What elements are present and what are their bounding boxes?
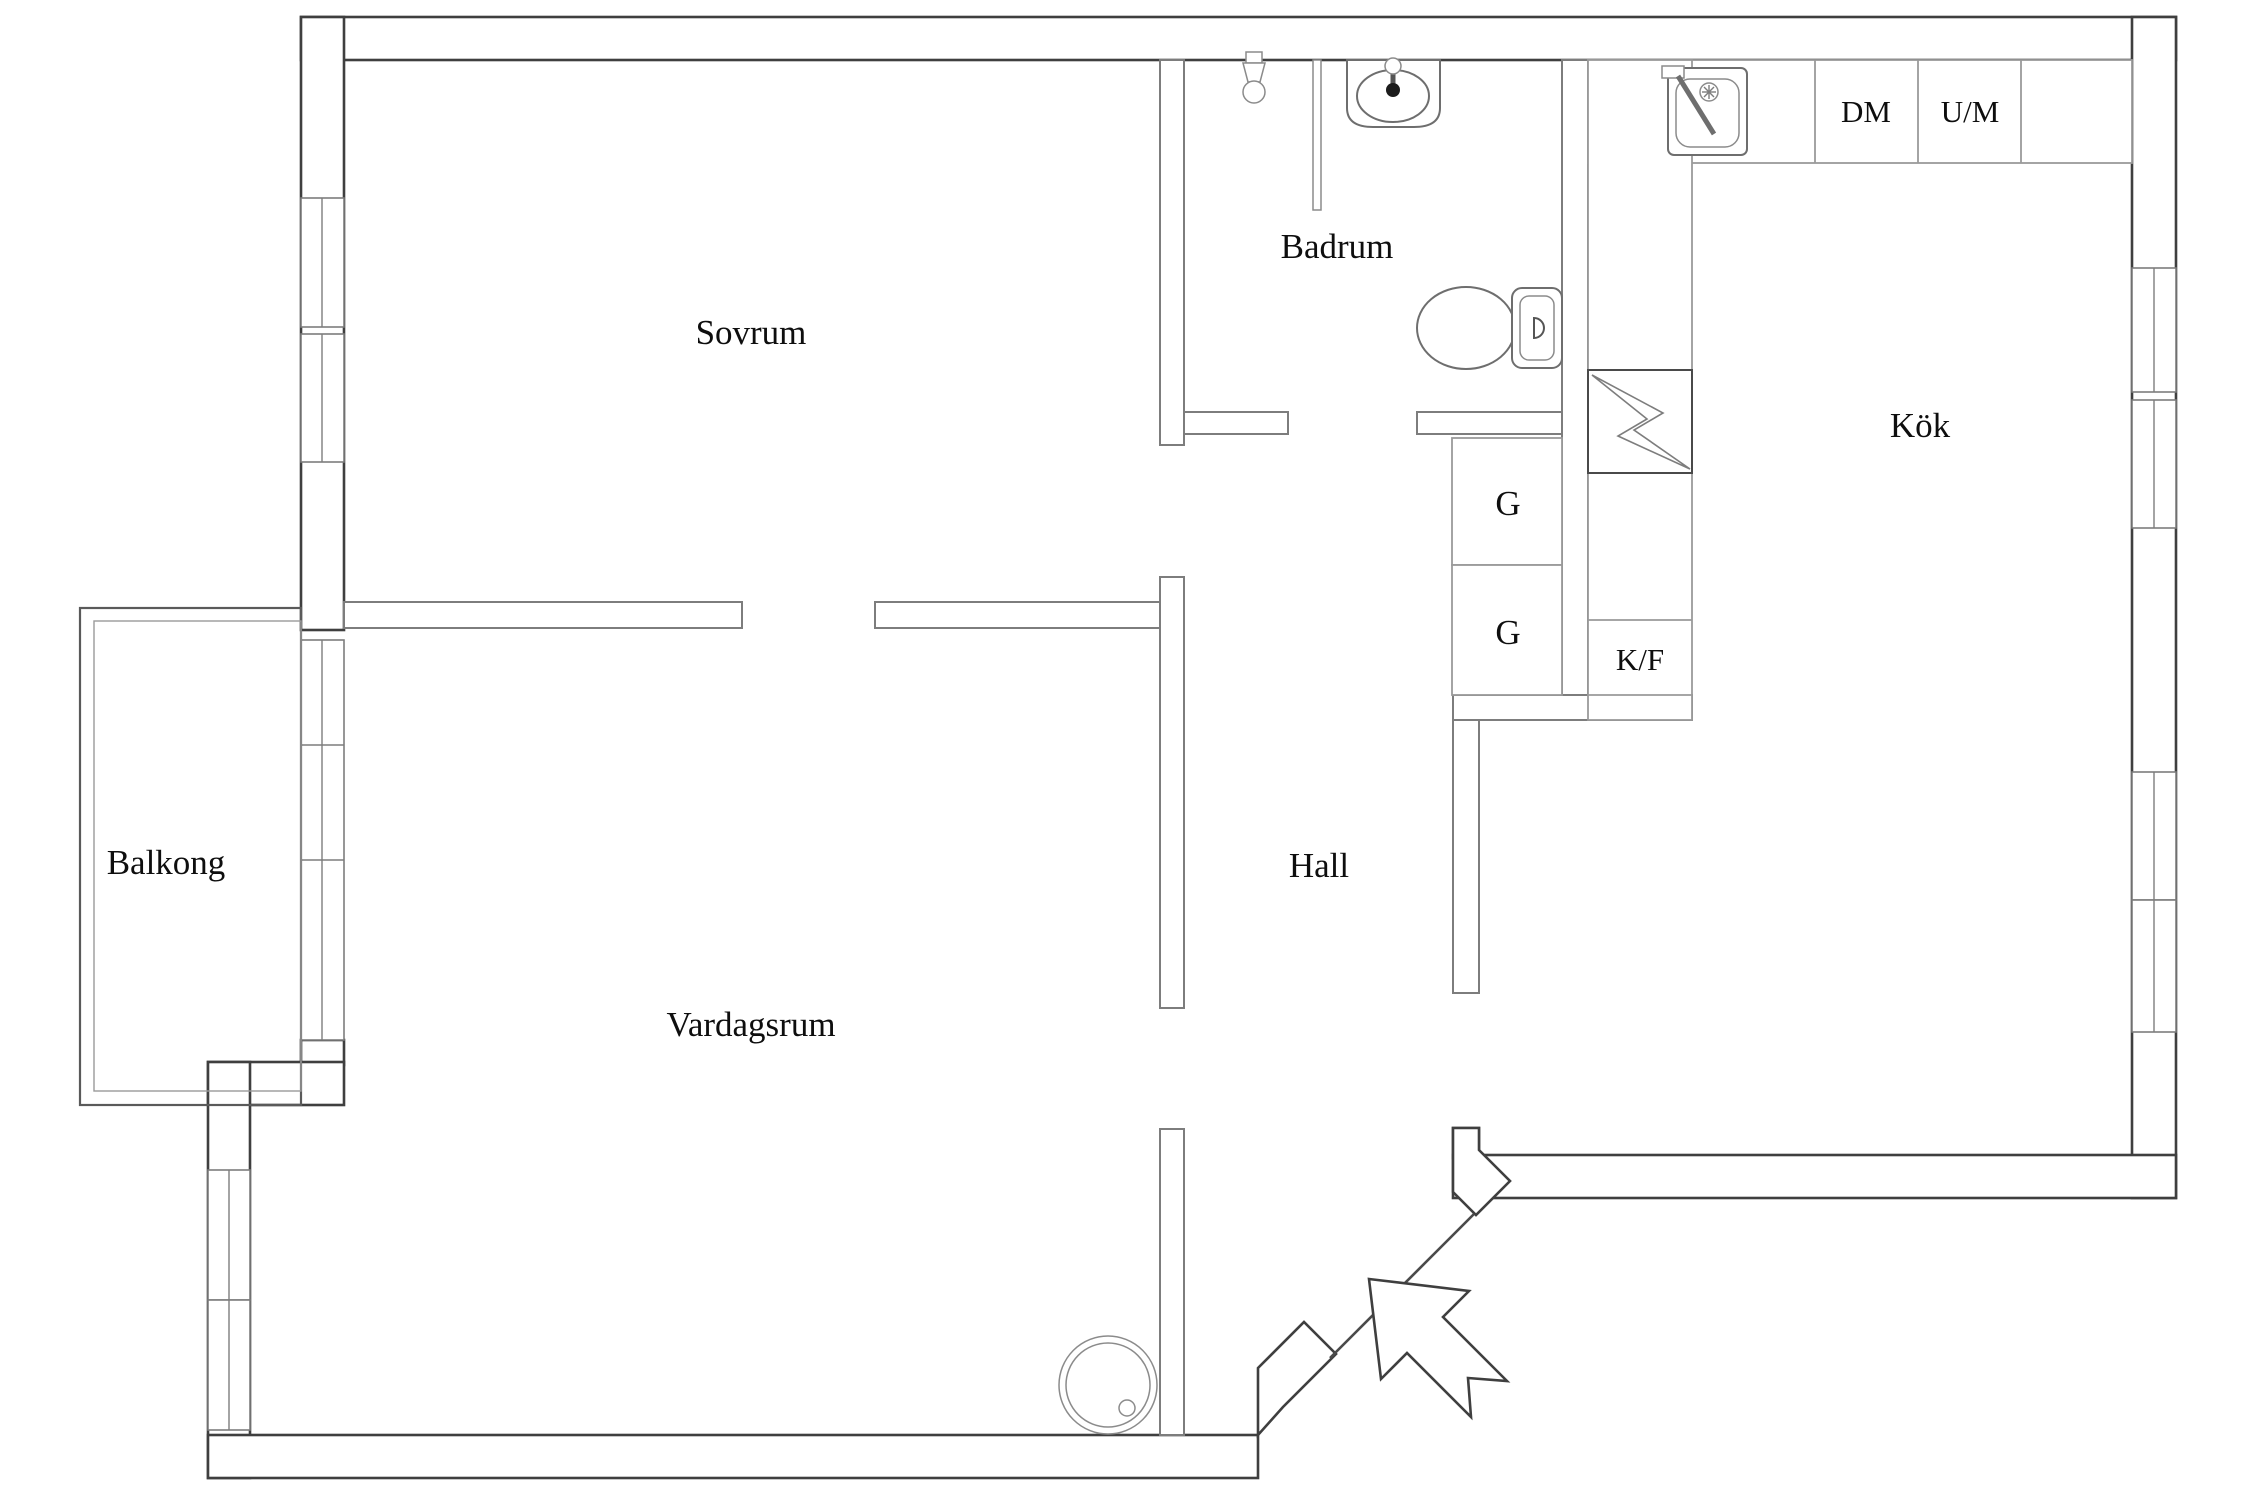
electrical-panel-icon xyxy=(1587,369,1693,474)
cabinet-labels: DM U/M G G K/F xyxy=(1495,94,1999,677)
balcony xyxy=(78,606,303,1107)
entrance xyxy=(1256,1126,1512,1439)
sink-drain xyxy=(1699,82,1719,102)
kitchen-sink-icon xyxy=(1661,65,1748,156)
wall-hall-livingroom-upper xyxy=(1159,576,1185,1009)
wall-bathroom-bottom-right xyxy=(1416,411,1563,435)
wall-bedroom-bottom-left xyxy=(343,601,743,629)
wall-bedroom-bottom-right xyxy=(874,601,1161,629)
room-label-badrum: Badrum xyxy=(1281,227,1394,266)
door-jamb-left xyxy=(1256,1320,1338,1439)
round-table-icon xyxy=(1058,1335,1158,1435)
bathroom-fixtures xyxy=(1242,51,1563,370)
interior-walls xyxy=(343,59,1693,1436)
wall-hall-right xyxy=(1452,719,1480,994)
cabinet-label-dm: DM xyxy=(1841,94,1891,129)
entrance-arrow-icon xyxy=(1367,1277,1511,1421)
cabinet-label-kf: K/F xyxy=(1616,642,1664,677)
room-label-kok: Kök xyxy=(1890,406,1951,445)
wall-hall-livingroom-lower xyxy=(1159,1128,1185,1436)
door-jamb-right xyxy=(1451,1126,1512,1217)
wall-bathroom-kitchen xyxy=(1561,59,1589,721)
washbasin-icon xyxy=(1346,57,1441,128)
cabinet-label-g1: G xyxy=(1495,484,1520,523)
wall-bathroom-bottom-left xyxy=(1183,411,1289,435)
wall-top xyxy=(299,15,2178,62)
wardrobe-g2 xyxy=(1451,564,1563,696)
kitchen-cabinets xyxy=(1451,59,2133,721)
room-label-sovrum: Sovrum xyxy=(696,313,807,352)
shower-mixer-icon xyxy=(1242,51,1266,104)
room-label-hall: Hall xyxy=(1289,846,1350,885)
room-labels: Sovrum Badrum Kök Hall Vardagsrum Balkon… xyxy=(107,227,1951,1044)
wall-bedroom-bathroom xyxy=(1159,59,1185,446)
cabinet-label-um: U/M xyxy=(1941,94,2000,129)
balcony-railing-inner xyxy=(93,620,302,1092)
exterior-walls xyxy=(206,15,2178,1480)
wall-bottom-kitchen xyxy=(1451,1153,2178,1200)
windows xyxy=(207,197,2177,1431)
wall-bottom-livingroom xyxy=(206,1433,1260,1480)
wall-shower-partition xyxy=(1312,59,1322,211)
toilet-icon xyxy=(1416,286,1563,370)
cabinet-label-g2: G xyxy=(1495,613,1520,652)
room-label-balkong: Balkong xyxy=(107,843,226,882)
room-label-vardagsrum: Vardagsrum xyxy=(666,1005,835,1044)
